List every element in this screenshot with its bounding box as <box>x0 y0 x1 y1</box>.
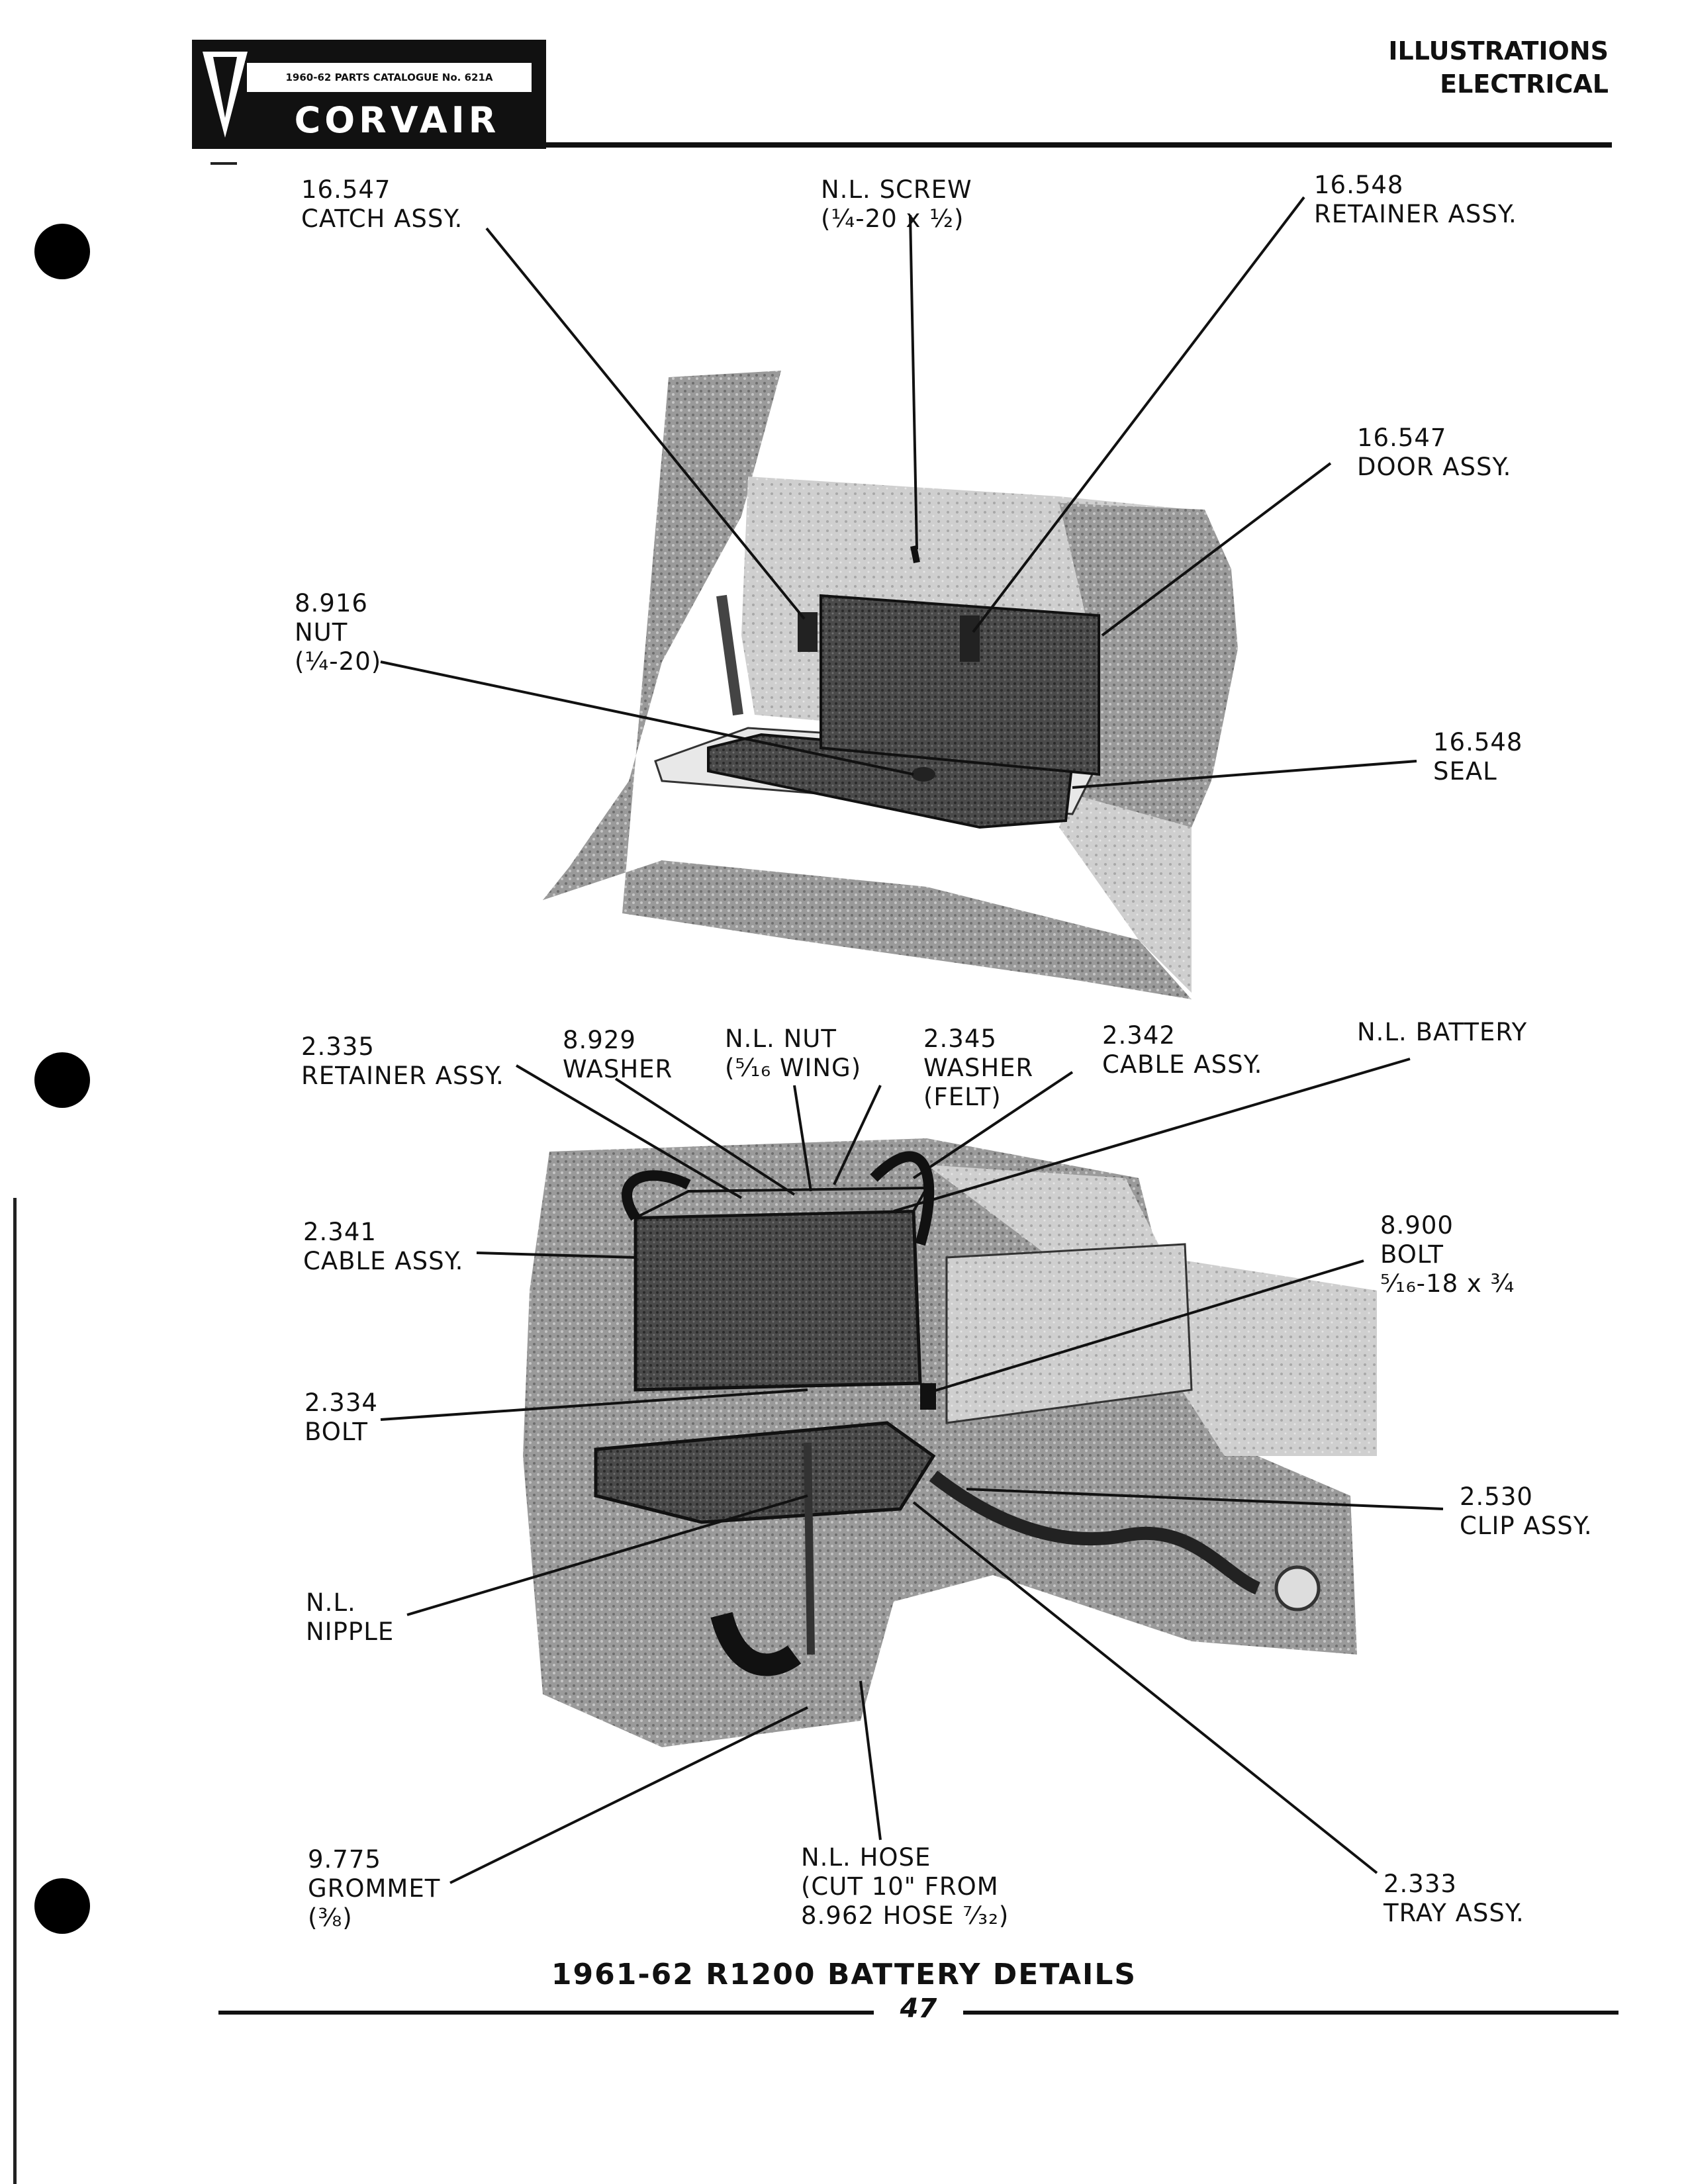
section-title: ILLUSTRATIONS <box>1388 36 1609 66</box>
punch-hole-bottom <box>34 1878 90 1934</box>
label-cable-assy-2342: 2.342 CABLE ASSY. <box>1102 1021 1262 1079</box>
label-seal-part-number: 16.548 <box>1433 728 1523 756</box>
label-2530-name: CLIP ASSY. <box>1460 1512 1593 1540</box>
chevrolet-shield-icon <box>199 45 252 144</box>
trunk-body-shape <box>543 371 1238 999</box>
figure-caption: 1961-62 R1200 BATTERY DETAILS <box>551 1958 1137 1991</box>
label-catch-assy: 16.547 CATCH ASSY. <box>301 175 463 234</box>
label-2333-name: TRAY ASSY. <box>1383 1899 1524 1927</box>
footer-rule-right <box>963 2011 1618 2015</box>
section-heading: ILLUSTRATIONS ELECTRICAL <box>1388 34 1609 101</box>
label-cable-assy-2341: 2.341 CABLE ASSY. <box>303 1218 463 1276</box>
label-2342-name: CABLE ASSY. <box>1102 1050 1263 1079</box>
section-subtitle: ELECTRICAL <box>1440 69 1609 99</box>
label-8929-name: WASHER <box>563 1055 673 1083</box>
page-number: 47 <box>900 1993 937 2024</box>
label-2345-part-number: 2.345 <box>923 1024 997 1053</box>
label-nl-screw-size: (¼-20 x ½) <box>821 205 964 233</box>
label-nut-size: (¼-20) <box>295 647 382 676</box>
label-door-assy-name: DOOR ASSY. <box>1357 453 1512 481</box>
label-nut-name: NUT <box>295 618 348 647</box>
header-dash <box>211 162 237 165</box>
label-2333-part-number: 2.333 <box>1383 1870 1457 1898</box>
label-washer-felt: 2.345 WASHER (FELT) <box>923 1024 1033 1112</box>
label-2334-name: BOLT <box>305 1418 368 1446</box>
label-nl-nut-size: (⁵⁄₁₆ WING) <box>725 1054 862 1082</box>
label-nl-nipple-name: NIPPLE <box>306 1617 395 1646</box>
footer-rule-left <box>218 2011 874 2015</box>
logo-catalogue-number: 1960-62 PARTS CATALOGUE No. 621A <box>245 61 534 94</box>
label-door-assy: 16.547 DOOR ASSY. <box>1357 424 1511 482</box>
label-nl-nipple-prefix: N.L. <box>306 1588 356 1617</box>
label-retainer-assy-name: RETAINER ASSY. <box>1314 200 1517 228</box>
label-grommet: 9.775 GROMMET (⅜) <box>308 1845 440 1933</box>
label-catch-assy-name: CATCH ASSY. <box>301 205 463 233</box>
label-nl-screw: N.L. SCREW (¼-20 x ½) <box>821 175 972 234</box>
label-seal: 16.548 SEAL <box>1433 728 1523 786</box>
punch-hole-top <box>34 224 90 279</box>
label-2341-name: CABLE ASSY. <box>303 1247 464 1275</box>
label-8900-part-number: 8.900 <box>1380 1211 1454 1240</box>
label-bolt-2334: 2.334 BOLT <box>305 1388 378 1447</box>
label-clip-assy: 2.530 CLIP ASSY. <box>1460 1482 1593 1541</box>
battery-installation-shape <box>523 1138 1377 1747</box>
label-nl-hose-detail-2: 8.962 HOSE ⁷⁄₃₂) <box>801 1901 1009 1930</box>
logo-brand: CORVAIR <box>294 99 500 141</box>
label-2341-part-number: 2.341 <box>303 1218 377 1246</box>
label-nut-part-number: 8.916 <box>295 589 368 617</box>
label-seal-name: SEAL <box>1433 757 1497 786</box>
label-nl-hose-name: N.L. HOSE <box>801 1843 931 1872</box>
label-8929-part-number: 8.929 <box>563 1026 636 1054</box>
label-2345-detail: (FELT) <box>923 1083 1002 1111</box>
label-2342-part-number: 2.342 <box>1102 1021 1176 1050</box>
label-nut-top: 8.916 NUT (¼-20) <box>295 589 381 676</box>
label-nl-battery-name: N.L. BATTERY <box>1357 1018 1528 1046</box>
label-nl-hose-detail-1: (CUT 10" FROM <box>801 1872 999 1901</box>
header-rule <box>192 142 1612 148</box>
label-9775-name: GROMMET <box>308 1874 441 1903</box>
label-2345-name: WASHER <box>923 1054 1034 1082</box>
label-nl-battery: N.L. BATTERY <box>1357 1018 1527 1047</box>
punch-hole-middle <box>34 1052 90 1108</box>
label-catch-assy-part-number: 16.547 <box>301 175 391 204</box>
top-leader-lines <box>380 196 1417 789</box>
label-8900-size: ⁵⁄₁₆-18 x ¾ <box>1380 1269 1515 1298</box>
scan-edge-line <box>13 1198 17 2184</box>
label-tray-assy: 2.333 TRAY ASSY. <box>1383 1870 1524 1928</box>
label-door-assy-part-number: 16.547 <box>1357 424 1447 452</box>
bottom-leader-lines <box>380 1058 1444 1884</box>
corvair-logo: 1960-62 PARTS CATALOGUE No. 621A CORVAIR <box>192 40 546 149</box>
label-nl-nipple: N.L. NIPPLE <box>306 1588 394 1647</box>
label-nl-nut: N.L. NUT (⁵⁄₁₆ WING) <box>725 1024 861 1083</box>
label-9775-part-number: 9.775 <box>308 1845 381 1874</box>
label-retainer-assy-part-number: 16.548 <box>1314 171 1404 199</box>
label-washer: 8.929 WASHER <box>563 1026 673 1084</box>
label-nl-screw-name: N.L. SCREW <box>821 175 972 204</box>
label-bolt-8900: 8.900 BOLT ⁵⁄₁₆-18 x ¾ <box>1380 1211 1515 1298</box>
label-nl-hose: N.L. HOSE (CUT 10" FROM 8.962 HOSE ⁷⁄₃₂) <box>801 1843 1009 1931</box>
label-9775-size: (⅜) <box>308 1903 353 1932</box>
label-retainer-assy-bottom: 2.335 RETAINER ASSY. <box>301 1032 504 1091</box>
label-2335-name: RETAINER ASSY. <box>301 1062 504 1090</box>
label-nl-nut-name: N.L. NUT <box>725 1024 837 1053</box>
label-8900-name: BOLT <box>1380 1240 1444 1269</box>
label-retainer-assy-top: 16.548 RETAINER ASSY. <box>1314 171 1517 229</box>
label-2530-part-number: 2.530 <box>1460 1482 1533 1511</box>
label-2335-part-number: 2.335 <box>301 1032 375 1061</box>
label-2334-part-number: 2.334 <box>305 1388 378 1417</box>
